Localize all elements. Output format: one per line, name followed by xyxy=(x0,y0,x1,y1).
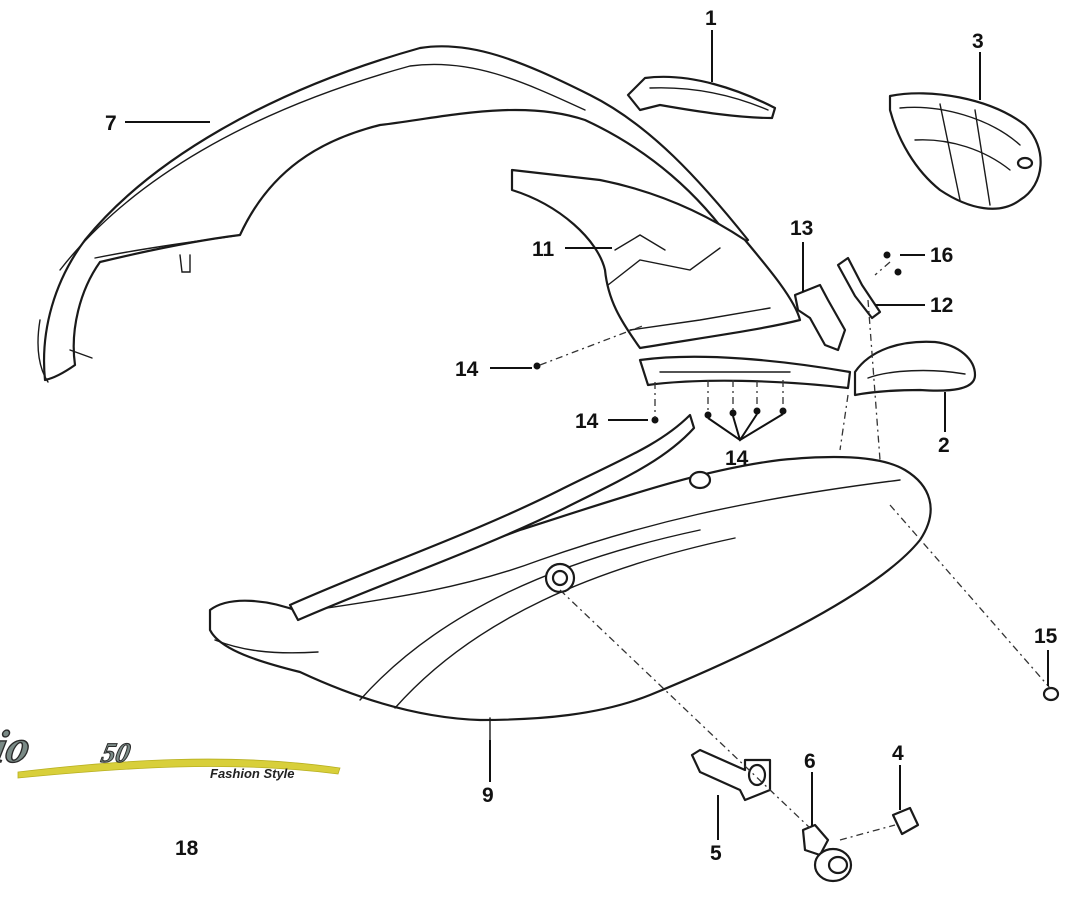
part-12-clip xyxy=(836,256,882,320)
part-1-bracket xyxy=(626,75,777,120)
logo-stripe xyxy=(17,758,341,779)
callout-18: 18 xyxy=(175,837,199,860)
callout-6: 6 xyxy=(804,750,816,773)
part-4-clip xyxy=(891,806,920,836)
callout-14-right: 14 xyxy=(725,447,749,470)
callout-12: 12 xyxy=(930,294,953,317)
callout-16: 16 xyxy=(930,244,953,267)
logo-tagline: Fashion Style xyxy=(210,766,295,781)
part-15-screw xyxy=(1042,686,1060,702)
mio-logo: Mio 50 Fashion Style xyxy=(0,722,341,781)
callout-13: 13 xyxy=(790,217,813,240)
part-11-center-cover xyxy=(510,168,802,350)
callout-2: 2 xyxy=(938,434,950,457)
callout-7: 7 xyxy=(105,112,117,135)
part-5-bracket xyxy=(690,748,772,802)
callout-14-middle: 14 xyxy=(575,410,599,433)
part-9-lower-body xyxy=(208,413,932,741)
callout-labels: 1 2 3 4 5 6 7 9 11 12 13 14 14 14 15 16 … xyxy=(105,7,1058,865)
logo-mio: Mio xyxy=(0,722,35,772)
callout-11: 11 xyxy=(532,238,555,261)
callout-3: 3 xyxy=(972,30,984,53)
assembly-lines xyxy=(539,261,1051,841)
callout-15: 15 xyxy=(1034,625,1058,648)
part-2-end-piece xyxy=(853,340,977,397)
part-16-screws xyxy=(883,251,902,276)
leader-lines xyxy=(125,30,1049,840)
callout-1: 1 xyxy=(705,7,717,30)
part-under-tray xyxy=(638,355,852,390)
part-3-lens xyxy=(888,92,1042,210)
callout-4: 4 xyxy=(892,742,904,765)
part-6-lock xyxy=(801,823,853,883)
part-14-screws xyxy=(533,362,787,424)
callout-9: 9 xyxy=(482,784,494,807)
part-7-rear-cover xyxy=(37,45,750,383)
callout-14-left: 14 xyxy=(455,358,479,381)
part-13-bracket xyxy=(793,283,847,352)
callout-5: 5 xyxy=(710,842,722,865)
